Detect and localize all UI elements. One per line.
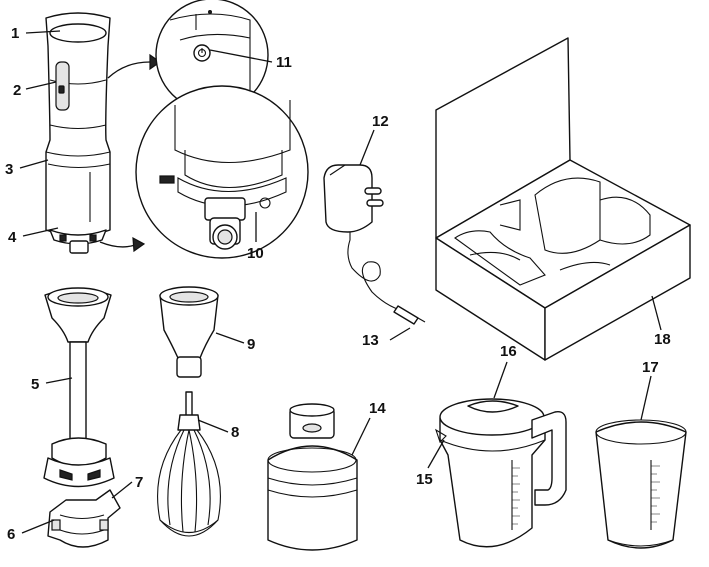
beaker-illustration	[595, 419, 687, 549]
measuring-jug-illustration	[435, 398, 567, 548]
part-label-4: 4	[8, 229, 17, 246]
whisk-adapter-illustration	[159, 286, 219, 378]
part-label-9: 9	[247, 336, 255, 353]
part-label-10: 10	[247, 245, 264, 262]
part-label-13: 13	[362, 332, 379, 349]
part-label-3: 3	[5, 161, 13, 178]
part-label-16: 16	[500, 343, 517, 360]
part-label-1: 1	[11, 25, 19, 42]
arrow-to-coupling-detail	[99, 236, 146, 253]
power-adapter-illustration	[323, 164, 426, 325]
blender-shaft-illustration	[43, 287, 115, 488]
power-button-detail	[155, 0, 269, 112]
part-label-2: 2	[13, 82, 21, 99]
part-label-7: 7	[135, 474, 143, 491]
part-label-15: 15	[416, 471, 433, 488]
part-label-17: 17	[642, 359, 659, 376]
part-label-14: 14	[369, 400, 386, 417]
part-labels: 1 2 3 4 5 6 7 8 9 10 11 12 13 14 15 16 1…	[5, 25, 671, 543]
leader-lines	[19, 30, 662, 534]
coupling-detail	[135, 85, 309, 259]
part-label-8: 8	[231, 424, 239, 441]
storage-box-illustration	[435, 37, 691, 361]
part-label-5: 5	[31, 376, 39, 393]
part-label-11: 11	[276, 54, 292, 71]
whisk-illustration	[157, 391, 221, 537]
part-label-6: 6	[7, 526, 15, 543]
clip-accessory-illustration	[47, 489, 121, 548]
part-label-18: 18	[654, 331, 671, 348]
motor-unit-illustration	[45, 12, 111, 254]
chopper-bowl-illustration	[267, 403, 358, 551]
part-label-12: 12	[372, 113, 389, 130]
arrow-to-power-detail	[107, 53, 162, 79]
